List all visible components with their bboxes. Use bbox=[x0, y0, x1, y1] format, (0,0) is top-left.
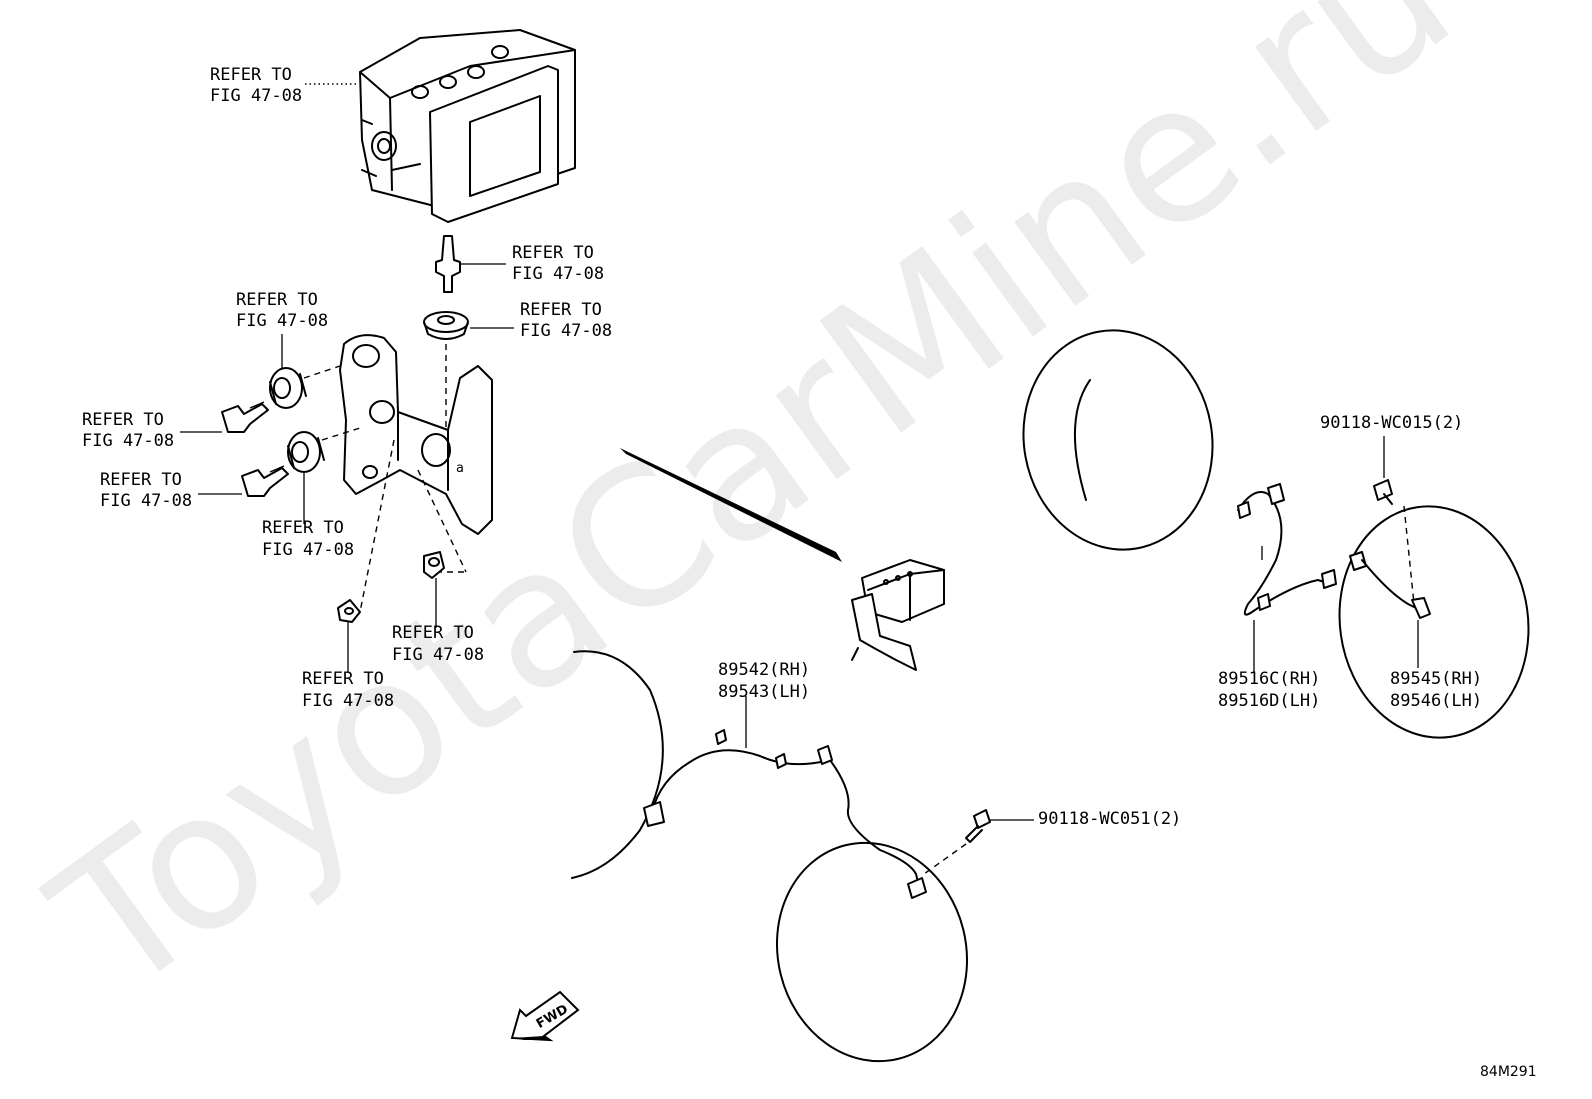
svg-text:FIG 47-08: FIG 47-08 bbox=[100, 491, 192, 511]
svg-text:FIG 47-08: FIG 47-08 bbox=[392, 645, 484, 665]
svg-text:89516C(RH): 89516C(RH) bbox=[1218, 669, 1320, 689]
svg-text:REFER TO: REFER TO bbox=[512, 243, 594, 263]
abs-actuator-assembly bbox=[359, 29, 576, 223]
svg-text:REFER TO: REFER TO bbox=[100, 470, 182, 490]
stud-bolt bbox=[435, 235, 461, 293]
rear-sensor-label: 89545(RH) 89546(LH) bbox=[1390, 669, 1482, 711]
actuator-bracket: a bbox=[339, 334, 493, 535]
refer-label-stud-bolt: REFER TO FIG 47-08 bbox=[512, 243, 604, 284]
svg-text:89516D(LH): 89516D(LH) bbox=[1218, 691, 1320, 711]
svg-text:FIG 47-08: FIG 47-08 bbox=[520, 321, 612, 341]
svg-text:89545(RH): 89545(RH) bbox=[1390, 669, 1482, 689]
fwd-arrow: FWD bbox=[510, 990, 580, 1042]
rear-bolt-label: 90118-WC015(2) bbox=[1320, 413, 1463, 433]
svg-text:FIG 47-08: FIG 47-08 bbox=[512, 264, 604, 284]
svg-text:REFER TO: REFER TO bbox=[210, 65, 292, 85]
svg-text:REFER TO: REFER TO bbox=[302, 669, 384, 689]
rear-sensor-wire bbox=[1237, 483, 1337, 672]
rear-left-wheel bbox=[1338, 505, 1530, 739]
nut-left bbox=[337, 599, 361, 623]
svg-text:89542(RH): 89542(RH) bbox=[718, 660, 810, 680]
actuator-location-icon bbox=[851, 559, 945, 671]
front-sensor-bolt bbox=[965, 809, 991, 843]
nut-center bbox=[423, 551, 445, 579]
svg-text:89546(LH): 89546(LH) bbox=[1390, 691, 1482, 711]
front-sensor-label: 89542(RH) 89543(LH) bbox=[718, 660, 810, 702]
svg-text:89543(LH): 89543(LH) bbox=[718, 682, 810, 702]
svg-text:REFER TO: REFER TO bbox=[262, 518, 344, 538]
bolt-upper bbox=[221, 401, 269, 433]
refer-label-cushion-lower: REFER TO FIG 47-08 bbox=[262, 518, 354, 560]
svg-text:a: a bbox=[456, 461, 464, 476]
front-bolt-label: 90118-WC051(2) bbox=[1038, 809, 1181, 829]
svg-text:FIG 47-08: FIG 47-08 bbox=[262, 540, 354, 560]
svg-text:REFER TO: REFER TO bbox=[82, 410, 164, 430]
svg-text:REFER TO: REFER TO bbox=[236, 290, 318, 310]
refer-label-bolt-lower: REFER TO FIG 47-08 bbox=[100, 470, 192, 511]
svg-text:FIG 47-08: FIG 47-08 bbox=[210, 86, 302, 106]
refer-label-bolt-upper: REFER TO FIG 47-08 bbox=[82, 410, 174, 451]
svg-text:REFER TO: REFER TO bbox=[520, 300, 602, 320]
watermark: ToyotaCarMine.ru bbox=[16, 0, 1490, 1037]
rear-right-wheel bbox=[1022, 329, 1214, 551]
cushion-upper bbox=[269, 367, 307, 409]
refer-label-grommet: REFER TO FIG 47-08 bbox=[520, 300, 612, 341]
bolt-lower bbox=[241, 465, 289, 497]
svg-text:FIG 47-08: FIG 47-08 bbox=[302, 691, 394, 711]
refer-label-nut-center: REFER TO FIG 47-08 bbox=[392, 623, 484, 665]
svg-text:FIG 47-08: FIG 47-08 bbox=[82, 431, 174, 451]
location-pointer bbox=[620, 448, 842, 562]
front-speed-sensor bbox=[643, 729, 927, 899]
svg-text:FIG 47-08: FIG 47-08 bbox=[236, 311, 328, 331]
rear-sensor-bolt bbox=[1373, 479, 1393, 505]
figure-code: 84M291 bbox=[1480, 1064, 1537, 1080]
refer-label-actuator: REFER TO FIG 47-08 bbox=[210, 65, 302, 106]
svg-text:REFER TO: REFER TO bbox=[392, 623, 474, 643]
rear-speed-sensor bbox=[1349, 551, 1431, 619]
rear-wire-label: 89516C(RH) 89516D(LH) bbox=[1218, 669, 1320, 711]
cushion-lower bbox=[287, 431, 325, 473]
refer-label-cushion-upper: REFER TO FIG 47-08 bbox=[236, 290, 328, 331]
front-right-wheel bbox=[571, 650, 664, 879]
refer-label-nut-left: REFER TO FIG 47-08 bbox=[302, 669, 394, 711]
front-left-wheel bbox=[775, 841, 969, 1063]
grommet bbox=[423, 311, 469, 340]
